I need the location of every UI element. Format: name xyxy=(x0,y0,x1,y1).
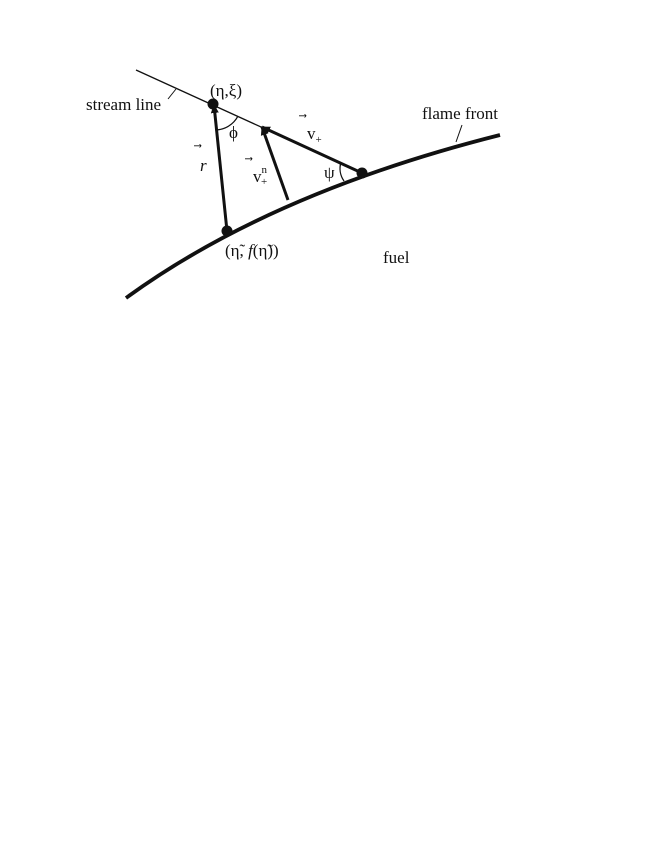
fuel-label: fuel xyxy=(383,248,410,267)
v-plus-vector xyxy=(261,125,363,175)
r-vector-label: r xyxy=(200,156,207,175)
flame-front-leader xyxy=(455,124,463,143)
point-front-label-open: (η̃, xyxy=(225,241,248,260)
r-vector-arrow: ⃗ xyxy=(194,144,202,148)
v-plus-n-label: vn+ xyxy=(253,164,268,188)
point-front-label-f: f xyxy=(248,241,255,260)
v-plus-n-label-sub: + xyxy=(261,176,267,188)
flame-front-label: flame front xyxy=(422,104,498,123)
v-plus-n-label-v: v xyxy=(253,167,262,186)
v-plus-n-arrow: ⃗ xyxy=(245,157,253,161)
v-plus-n-label-sup: n xyxy=(262,164,268,176)
stream-line-leader xyxy=(167,88,177,100)
stream-line-label: stream line xyxy=(86,95,161,114)
point-front-label-close: (η̃)) xyxy=(253,241,279,260)
v-plus-label-v: v xyxy=(307,124,316,143)
point-eta-xi-label: (η,ξ) xyxy=(210,81,242,100)
v-plus-n-vector xyxy=(260,126,290,201)
flame-front-curve xyxy=(124,133,501,300)
point-front-label: (η̃, f(η̃)) xyxy=(225,241,279,260)
v-plus-label-sub: + xyxy=(316,134,322,146)
point-intersection xyxy=(356,167,368,179)
angle-psi-arc xyxy=(339,161,345,182)
point-eta-xi xyxy=(207,98,219,110)
point-on-front xyxy=(221,225,233,237)
angle-phi-label: ϕ xyxy=(229,123,238,142)
v-plus-arrow: ⃗ xyxy=(299,114,307,118)
angle-psi-label: ψ xyxy=(324,163,335,182)
r-vector xyxy=(210,104,229,232)
angle-phi-arc xyxy=(215,115,239,131)
v-plus-label: v+ xyxy=(307,124,322,146)
